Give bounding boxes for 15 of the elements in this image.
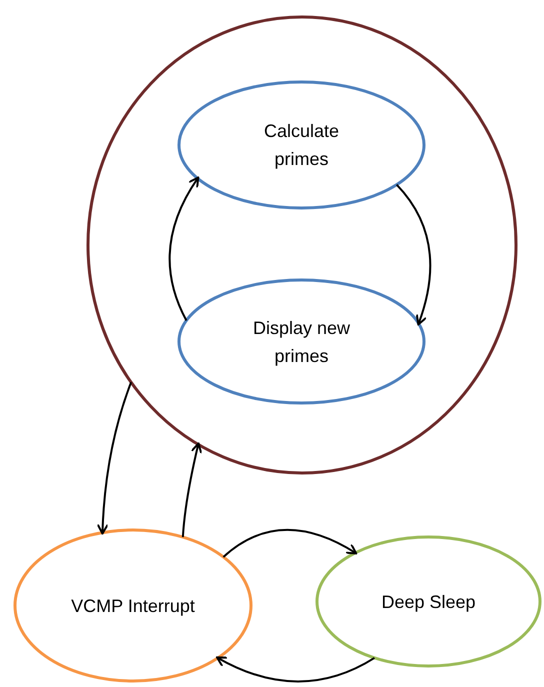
node-label: Deep Sleep (381, 590, 476, 614)
curved-arrow (216, 656, 375, 682)
curved-arrow (96, 382, 132, 535)
curved-arrow (182, 442, 202, 538)
node-label: Display new primes (252, 316, 352, 368)
node-label: VCMP Interrupt (71, 594, 195, 618)
ellipse-node (86, 15, 518, 475)
curved-arrow (168, 176, 200, 321)
node-label: Calculate primes (262, 120, 340, 171)
curved-arrow (396, 184, 432, 326)
ellipse-node (13, 528, 253, 683)
curved-arrow (222, 528, 358, 558)
ellipse-node (315, 535, 542, 668)
ellipse-node (177, 278, 426, 405)
ellipse-node (177, 80, 426, 210)
